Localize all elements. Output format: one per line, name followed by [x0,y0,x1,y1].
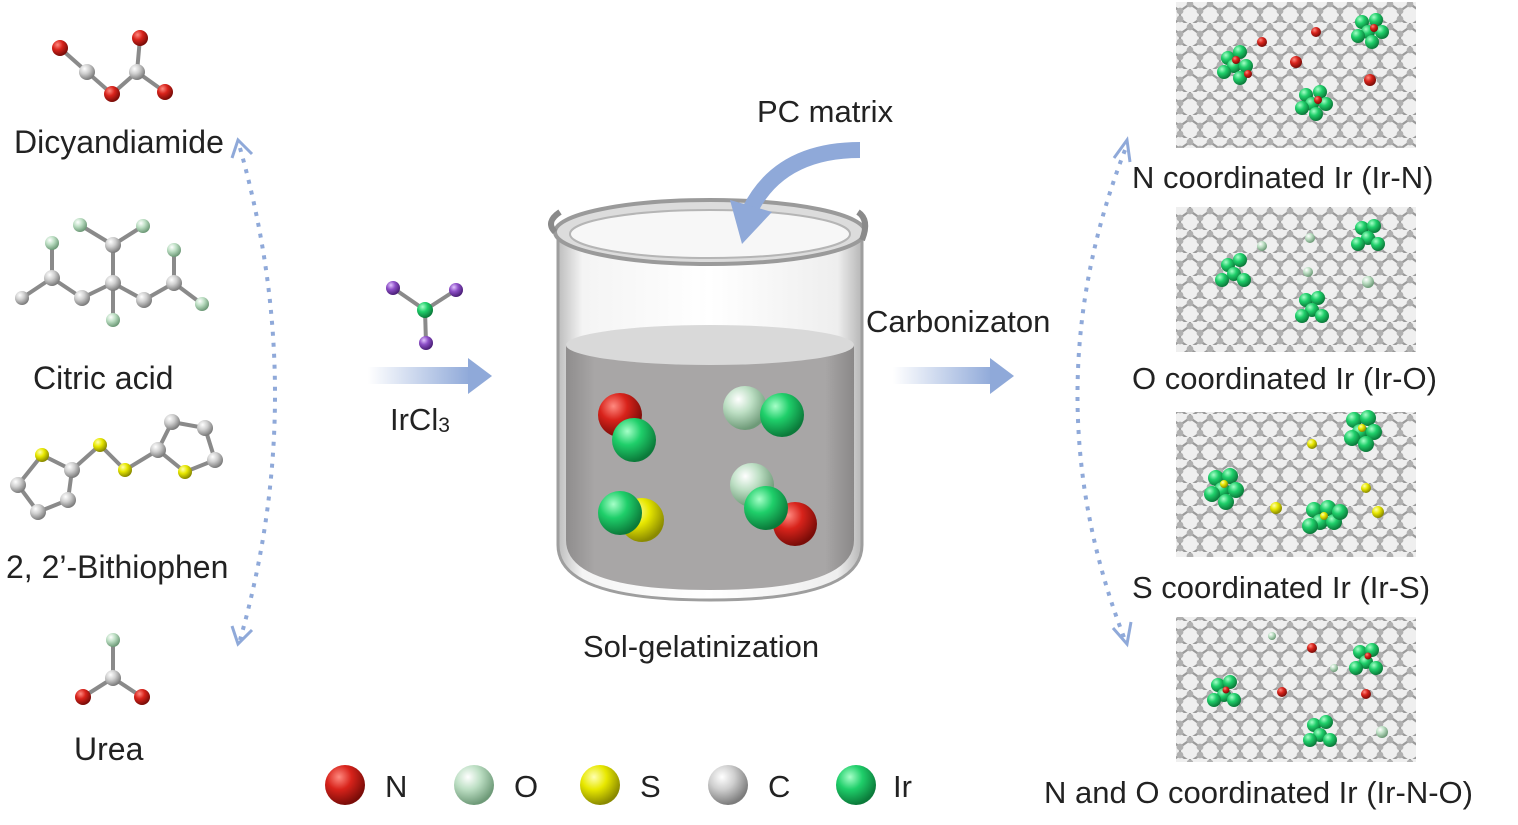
legend-c-sphere [708,765,748,805]
legend-label-ir: Ir [893,769,912,804]
legend-label-o: O [514,769,539,804]
label-sol-gelatinization: Sol-gelatinization [583,629,820,664]
bracket-arrowhead-top [230,137,254,159]
label-citric-acid: Citric acid [33,360,174,396]
panel-ir-n [1176,2,1416,148]
bithiophene-molecule [10,414,223,520]
precursor-bracket-arrow [238,147,277,641]
beaker [548,198,869,602]
label-ir-n: N coordinated Ir (Ir-N) [1132,160,1434,195]
ircl3-molecule [386,281,463,350]
legend-ir-sphere [836,765,876,805]
legend-spheres [325,765,876,805]
beaker-atoms [598,386,817,546]
label-bithiophen: 2, 2’-Bithiophen [6,549,229,585]
legend-label-s: S [640,769,661,804]
dicyandiamide-molecule [52,30,173,102]
label-ircl3: IrCl3 [390,402,450,437]
label-urea: Urea [74,731,144,767]
urea-molecule [75,633,150,705]
panel-ir-s [1176,410,1416,557]
legend-n-sphere [325,765,365,805]
label-carbonization: Carbonizaton [866,304,1051,339]
label-ir-n-o: N and O coordinated Ir (Ir-N-O) [1044,775,1473,810]
pc-matrix-arrow [730,142,861,244]
label-ir-o: O coordinated Ir (Ir-O) [1132,361,1437,396]
bracket-arrowhead-bottom [230,625,254,647]
label-pc-matrix: PC matrix [757,94,894,129]
product-arrowhead-top [1112,136,1132,163]
ircl3-arrow [368,358,492,394]
citric-acid-molecule [15,218,209,327]
legend-s-sphere [580,765,620,805]
product-arrowhead-bottom [1111,621,1133,648]
panel-ir-o [1176,207,1416,352]
product-bracket-arrow [1075,149,1127,641]
legend-label-n: N [385,769,408,804]
label-ir-s: S coordinated Ir (Ir-S) [1132,570,1431,605]
label-dicyandiamide: Dicyandiamide [14,124,224,160]
legend-label-c: C [768,769,791,804]
legend-o-sphere [454,765,494,805]
panel-ir-n-o [1176,617,1416,762]
carbonization-arrow [893,358,1014,394]
